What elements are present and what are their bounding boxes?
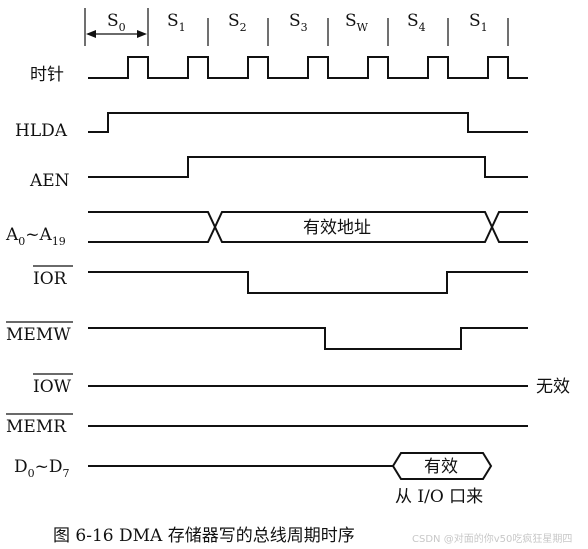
state-label-s1-end: S1 xyxy=(469,11,488,34)
data-valid-text: 有效 xyxy=(424,457,458,477)
aen-label: AEN xyxy=(29,171,70,191)
ior-waveform xyxy=(88,271,528,294)
iow-label: IOW xyxy=(33,377,72,397)
memw-label: MEMW xyxy=(6,325,71,345)
memr-label: MEMR xyxy=(6,417,67,437)
state-label-s0: S0 xyxy=(107,11,126,34)
hlda-waveform xyxy=(88,112,528,133)
clock-waveform xyxy=(88,56,528,79)
data-bus-waveform xyxy=(88,452,493,480)
ior-label: IOR xyxy=(33,269,68,289)
state-label-s3: S3 xyxy=(289,11,308,34)
state-header: S0 S1 S2 S3 SW S4 S1 xyxy=(84,8,509,46)
address-valid-text: 有效地址 xyxy=(303,218,371,238)
signal-labels: 时针 HLDA AEN A0~A19 IOR MEMW IOW MEMR D0~… xyxy=(5,65,72,480)
state-label-s4: S4 xyxy=(407,11,426,34)
hlda-label: HLDA xyxy=(15,121,68,141)
watermark-text: CSDN @对面的你v50吃疯狂星期四 xyxy=(412,532,572,545)
state-label-sw: SW xyxy=(345,11,369,34)
data-bus-label: D0~D7 xyxy=(14,457,70,480)
data-source-text: 从 I/O 口来 xyxy=(395,487,483,507)
memw-waveform xyxy=(88,327,528,350)
address-bus-label: A0~A19 xyxy=(5,225,66,248)
aen-waveform xyxy=(88,156,528,178)
clock-label: 时针 xyxy=(30,65,64,85)
figure-caption: 图 6-16 DMA 存储器写的总线周期时序 xyxy=(53,526,355,546)
iow-invalid-text: 无效 xyxy=(536,377,570,397)
arrow-head-left xyxy=(86,30,96,38)
arrow-head-right xyxy=(137,30,147,38)
state-label-s2: S2 xyxy=(228,11,247,34)
address-bus-waveform xyxy=(88,211,528,243)
state-label-s1: S1 xyxy=(167,11,186,34)
